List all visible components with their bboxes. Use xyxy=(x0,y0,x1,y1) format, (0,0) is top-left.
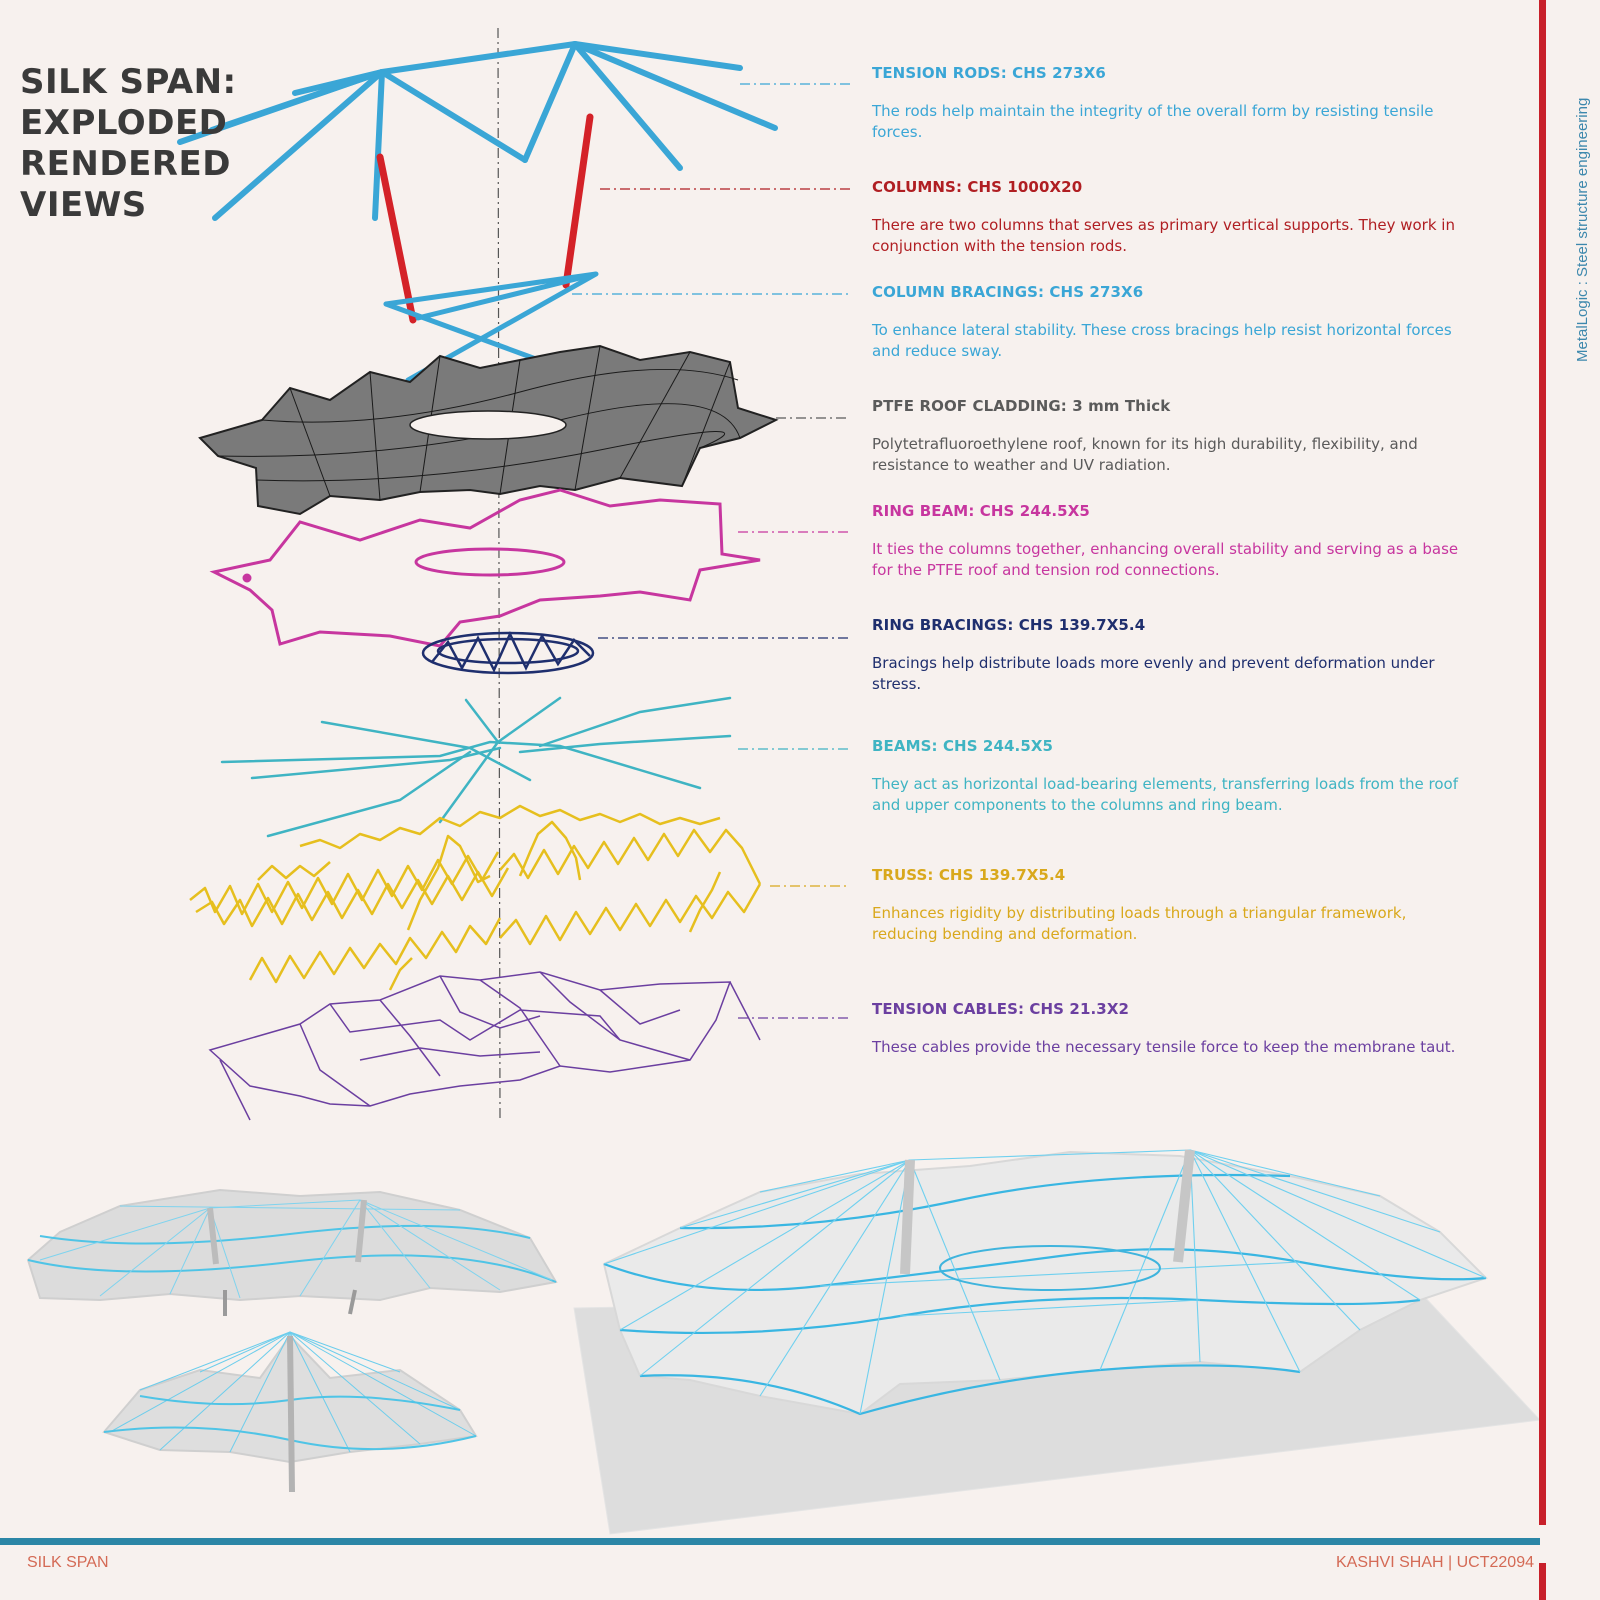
component-tension-cables: TENSION CABLES: CHS 21.3X2 These cables … xyxy=(872,1000,1472,1058)
ptfe-roof-drawing xyxy=(198,344,779,516)
ring-beam-drawing xyxy=(209,488,761,648)
title-line-1: SILK SPAN: xyxy=(20,62,237,102)
rendered-view-top-left xyxy=(26,1188,558,1316)
component-ring-beam: RING BEAM: CHS 244.5X5 It ties the colum… xyxy=(872,502,1472,581)
component-heading: COLUMNS: CHS 1000X20 xyxy=(872,178,1083,196)
component-beams: BEAMS: CHS 244.5X5 They act as horizonta… xyxy=(872,737,1472,816)
component-heading: PTFE ROOF CLADDING: 3 mm Thick xyxy=(872,397,1171,415)
component-heading: TENSION CABLES: CHS 21.3X2 xyxy=(872,1000,1130,1018)
component-description: To enhance lateral stability. These cros… xyxy=(872,321,1452,360)
component-description: The rods help maintain the integrity of … xyxy=(872,102,1434,141)
component-description: It ties the columns together, enhancing … xyxy=(872,540,1459,579)
component-description: Polytetrafluoroethylene roof, known for … xyxy=(872,435,1418,474)
side-label-text: MetalLogic : Steel structure engineering xyxy=(1574,97,1591,362)
title-line-2: EXPLODED xyxy=(20,103,228,143)
beams-drawing xyxy=(220,696,732,838)
footer-divider xyxy=(0,1538,1540,1545)
right-border-line xyxy=(1539,0,1546,1525)
rendered-view-large xyxy=(573,1149,1542,1535)
component-truss: TRUSS: CHS 139.7X5.4 Enhances rigidity b… xyxy=(872,866,1472,945)
component-description: Bracings help distribute loads more even… xyxy=(872,654,1435,693)
footer-project-name: SILK SPAN xyxy=(27,1554,109,1571)
central-axis xyxy=(497,27,501,1119)
tension-rods-drawing xyxy=(177,41,778,221)
title-line-3: RENDERED xyxy=(20,144,231,184)
component-ring-bracings: RING BRACINGS: CHS 139.7X5.4 Bracings he… xyxy=(872,616,1472,695)
component-column-bracings: COLUMN BRACINGS: CHS 273X6 To enhance la… xyxy=(872,283,1472,362)
page-title: SILK SPAN: EXPLODED RENDERED VIEWS xyxy=(20,62,260,226)
leader-lines xyxy=(572,83,850,1019)
columns-drawing xyxy=(376,113,594,324)
component-columns: COLUMNS: CHS 1000X20 There are two colum… xyxy=(872,178,1472,257)
ring-bracings-drawing xyxy=(421,630,595,675)
component-tension-rods: TENSION RODS: CHS 273X6 The rods help ma… xyxy=(872,64,1472,143)
component-heading: RING BEAM: CHS 244.5X5 xyxy=(872,502,1090,520)
component-ptfe-roof: PTFE ROOF CLADDING: 3 mm Thick Polytetra… xyxy=(872,397,1472,476)
component-description: There are two columns that serves as pri… xyxy=(872,216,1455,255)
component-heading: TRUSS: CHS 139.7X5.4 xyxy=(872,866,1066,884)
side-label: MetalLogic : Steel structure engineering xyxy=(1558,44,1591,364)
component-description: They act as horizontal load-bearing elem… xyxy=(872,775,1459,814)
component-heading: TENSION RODS: CHS 273X6 xyxy=(872,64,1106,82)
truss-drawing xyxy=(189,804,762,991)
tension-cables-drawing xyxy=(208,971,761,1121)
footer-author: KASHVI SHAH | UCT22094 xyxy=(1335,1554,1534,1571)
component-heading: BEAMS: CHS 244.5X5 xyxy=(872,737,1054,755)
footer-red-mark xyxy=(1539,1563,1546,1600)
component-description: These cables provide the necessary tensi… xyxy=(872,1038,1456,1056)
component-description: Enhances rigidity by distributing loads … xyxy=(872,904,1407,943)
component-heading: RING BRACINGS: CHS 139.7X5.4 xyxy=(872,616,1146,634)
component-heading: COLUMN BRACINGS: CHS 273X6 xyxy=(872,283,1144,301)
title-line-4: VIEWS xyxy=(20,185,147,225)
rendered-view-bottom-left xyxy=(102,1331,478,1493)
